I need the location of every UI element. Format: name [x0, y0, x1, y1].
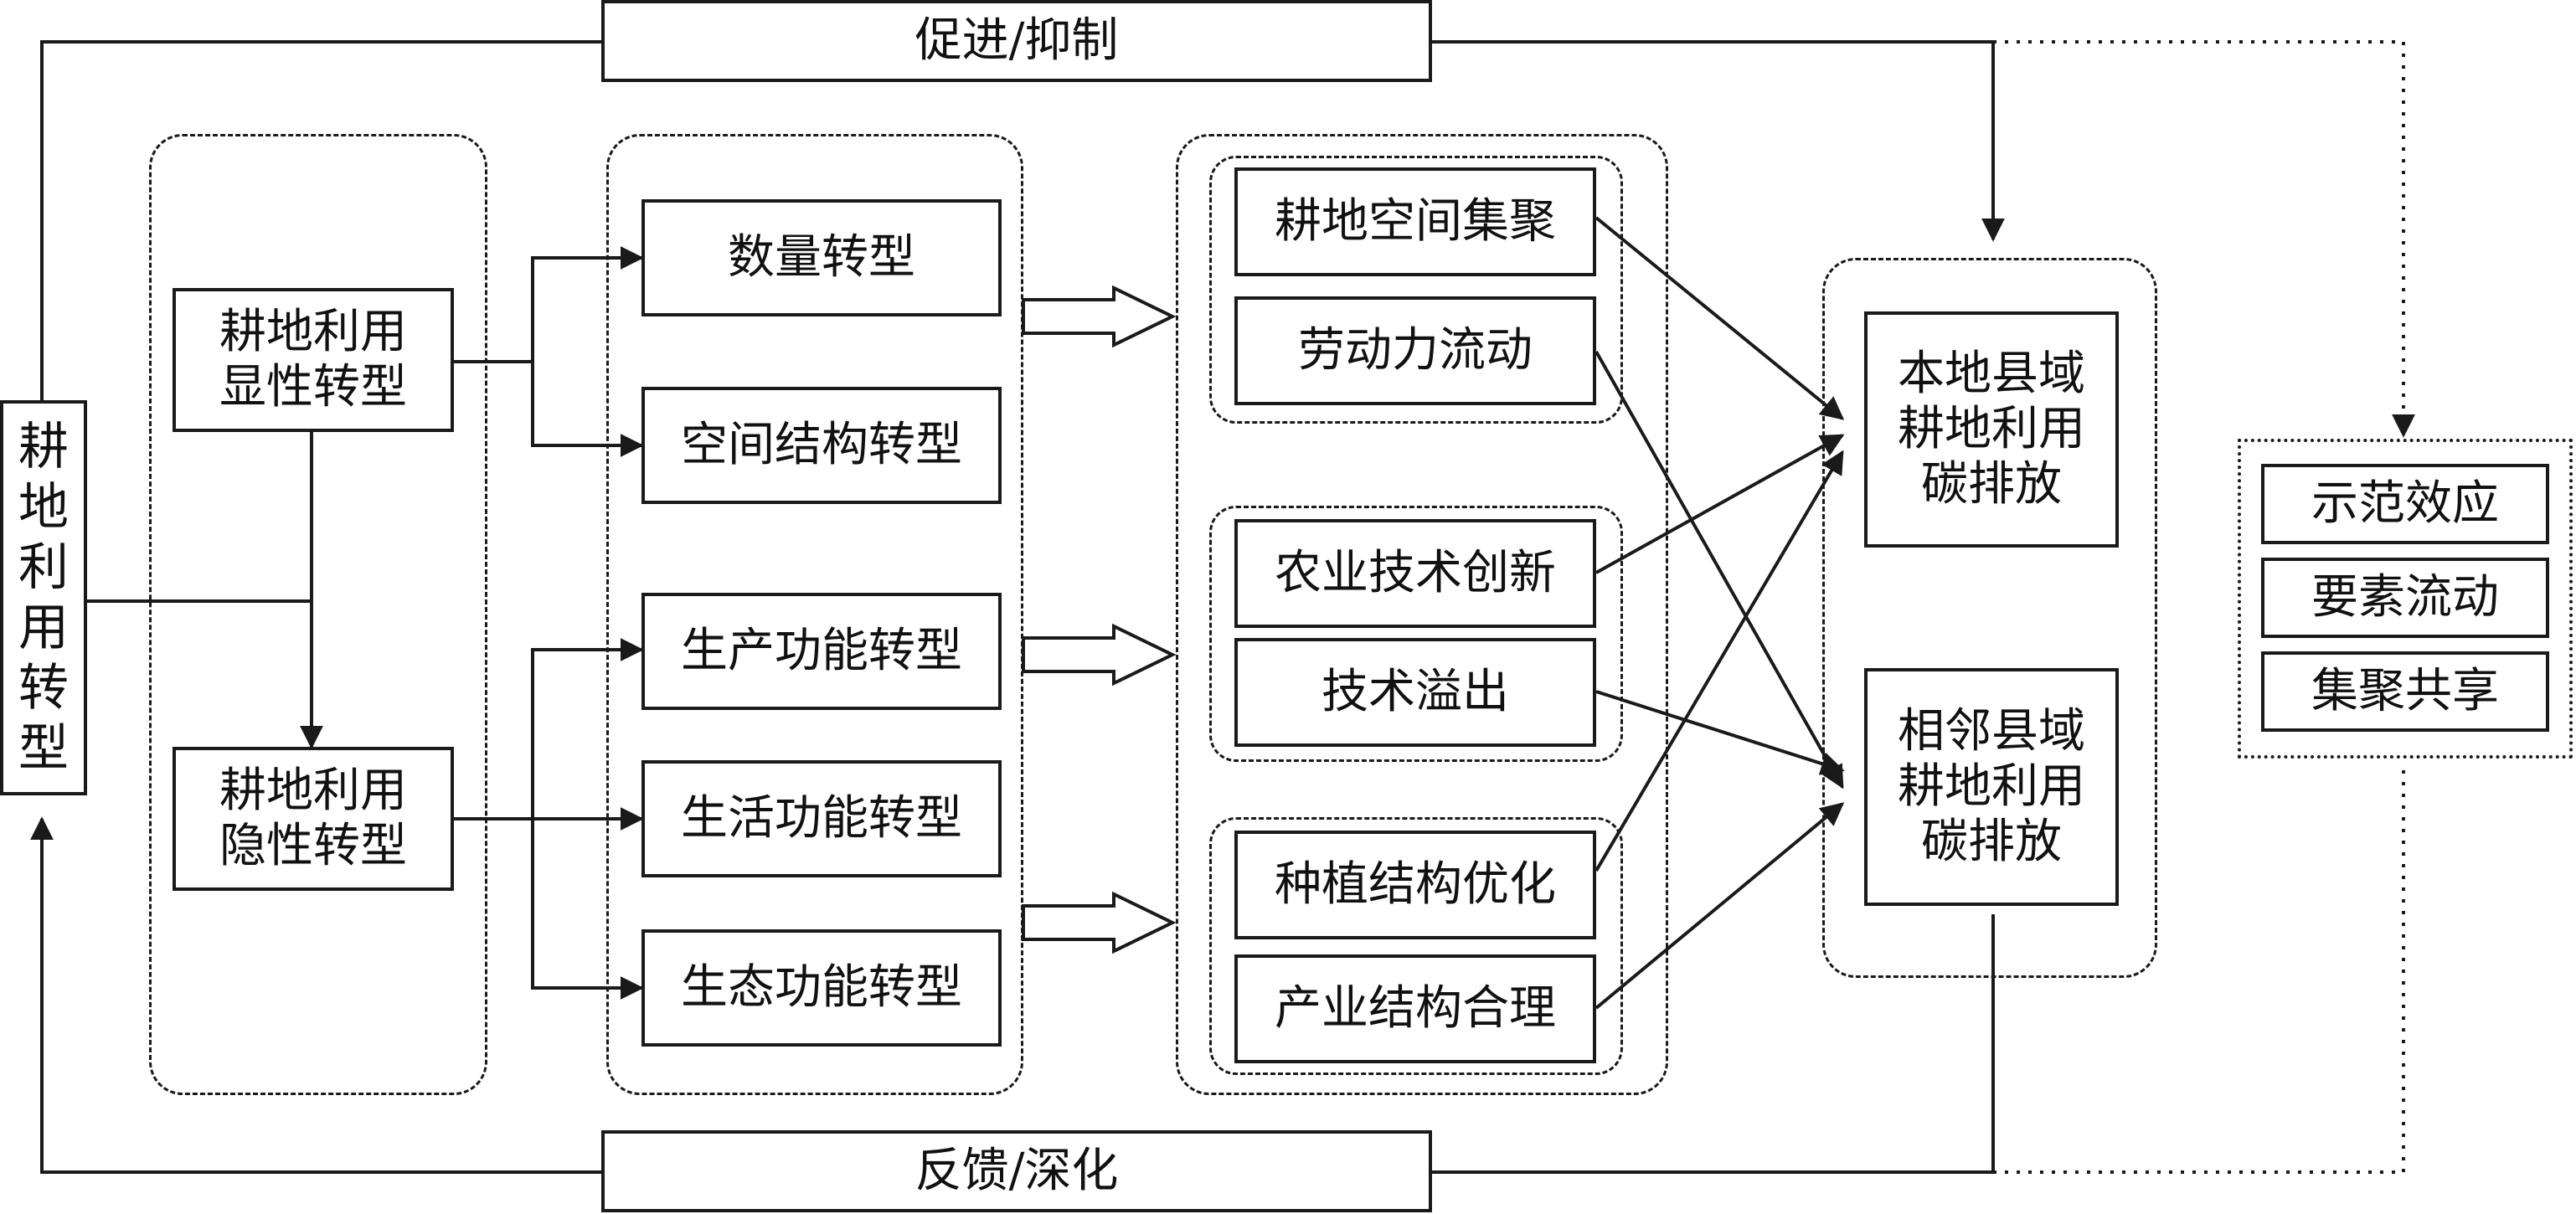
implicit-explicit-group	[149, 134, 487, 1095]
tech-spillover-node: 技术溢出	[1234, 638, 1596, 747]
agglomeration-node: 耕地空间集聚	[1234, 167, 1596, 276]
mechanism-subgroup-1	[1209, 156, 1623, 424]
transformation-group	[606, 134, 1023, 1095]
explicit-branch-line	[531, 362, 644, 457]
mechanism-subgroup-2	[1209, 506, 1623, 762]
implicit-branch-line	[454, 638, 644, 820]
block-arrow-2	[1022, 623, 1177, 687]
block-arrow-3	[1022, 891, 1177, 954]
mechanism-subgroup-3	[1209, 817, 1623, 1075]
implicit-branch-line	[531, 819, 644, 1000]
agri-innovation-node: 农业技术创新	[1234, 519, 1596, 628]
explicit-node: 耕地利用 显性转型	[173, 288, 454, 432]
bottom-dotted-line	[1993, 762, 2405, 1174]
planting-optimization-node: 种植结构优化	[1234, 831, 1596, 939]
quantity-transform-node: 数量转型	[641, 199, 1002, 316]
ecological-transform-node: 生态功能转型	[641, 929, 1002, 1047]
mechanism-outer-group	[1176, 134, 1668, 1095]
implicit-node: 耕地利用 隐性转型	[173, 747, 454, 891]
factor-flow-node: 要素流动	[2261, 558, 2549, 638]
effects-group	[2238, 439, 2573, 759]
top-dotted-line	[1993, 40, 2415, 438]
mechanism-arrow	[1595, 216, 1845, 420]
demonstration-effect-node: 示范效应	[2261, 464, 2549, 544]
mechanism-arrow	[1595, 450, 1844, 872]
bottom-loop-label: 反馈/深化	[601, 1130, 1432, 1212]
industry-rationalization-node: 产业结构合理	[1234, 954, 1596, 1063]
block-arrow-1	[1022, 285, 1177, 348]
living-transform-node: 生活功能转型	[641, 760, 1002, 877]
neighbor-emission-node: 相邻县域 耕地利用 碳排放	[1864, 668, 2119, 906]
root-node: 耕 地 利 用 转 型	[0, 400, 87, 795]
agglomeration-sharing-node: 集聚共享	[2261, 651, 2549, 732]
mechanism-arrow	[1595, 690, 1845, 775]
spatial-transform-node: 空间结构转型	[641, 387, 1002, 504]
top-loop-label: 促进/抑制	[601, 0, 1432, 82]
outcome-group	[1822, 258, 2157, 978]
production-transform-node: 生产功能转型	[641, 593, 1002, 710]
local-emission-node: 本地县域 耕地利用 碳排放	[1864, 311, 2119, 548]
labor-flow-node: 劳动力流动	[1234, 296, 1596, 405]
mechanism-arrow	[1595, 351, 1844, 790]
explicit-branch-line	[454, 246, 644, 363]
mechanism-arrow	[1595, 802, 1845, 1010]
mechanism-arrow	[1595, 434, 1845, 574]
